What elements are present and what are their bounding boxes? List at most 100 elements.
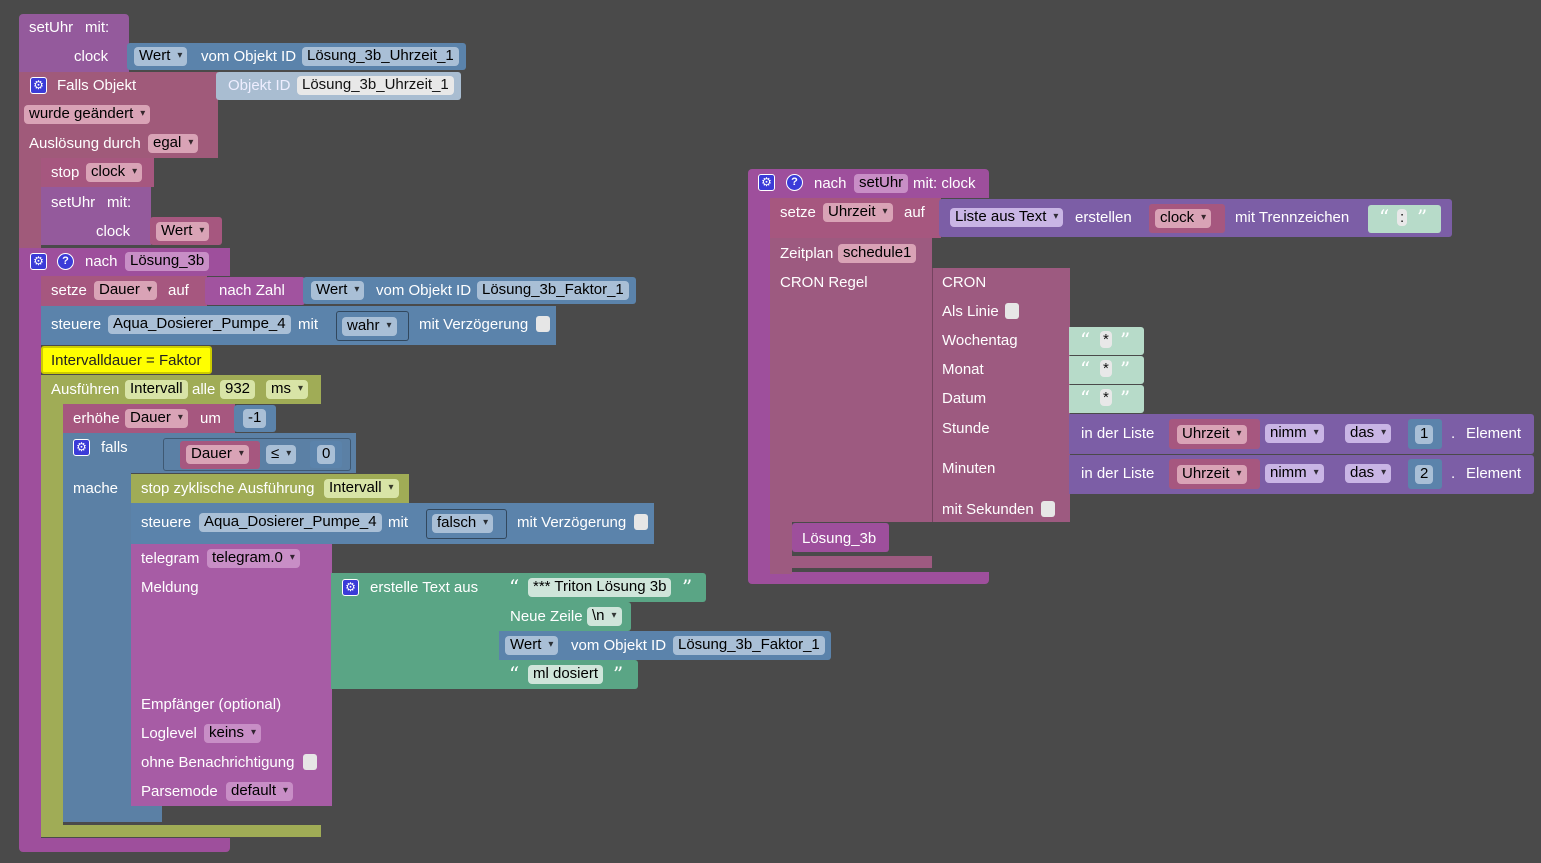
to-number-block[interactable] [205,277,305,305]
cron-block[interactable] [932,268,1070,522]
newline-dropdown[interactable]: \n [587,607,622,626]
the-dropdown[interactable]: das [1345,424,1392,443]
date-label: Datum [942,390,987,407]
set-label: setze [51,282,87,299]
schedule-name-field[interactable]: schedule1 [838,244,917,263]
if-op-dropdown[interactable]: ≤ [266,445,297,464]
parsemode-label: Parsemode [141,783,218,800]
list-from-text-dropdown[interactable]: Liste aus Text [950,208,1064,227]
text1-field[interactable]: *** Triton Lösung 3b [528,578,672,597]
seconds-checkbox[interactable] [1041,501,1055,517]
ctrl2-delay-checkbox[interactable] [634,514,648,530]
factor-value-dropdown[interactable]: Wert [311,281,365,300]
inc-var-dropdown[interactable]: Dauer [125,409,188,428]
delay-label: mit Verzögerung [419,316,529,333]
exec-name-field[interactable]: Intervall [125,380,188,399]
proc-header-label: nach [85,253,118,270]
exec-every-label: alle [192,381,216,398]
procedure-loesung-foot [19,838,230,852]
gear-icon[interactable]: ⚙ [758,174,775,191]
exec-unit-dropdown[interactable]: ms [266,380,308,399]
element-label: Element [1466,465,1522,482]
trigger-object-id[interactable]: Lösung_3b_Uhrzeit_1 [297,76,454,95]
if-var-dropdown[interactable]: Dauer [186,445,249,464]
in-list-label: in der Liste [1081,425,1155,442]
set-var-dropdown[interactable]: Dauer [94,281,157,300]
stop-label: stop [51,164,80,181]
inc-by-label: um [200,410,221,427]
gear-icon[interactable]: ⚙ [30,77,47,94]
take-dropdown[interactable]: nimm [1265,464,1324,483]
parsemode-dropdown[interactable]: default [226,782,294,801]
text-object-id[interactable]: Lösung_3b_Faktor_1 [673,636,825,655]
nonotify-checkbox[interactable] [303,754,317,770]
exec-label: Ausführen [51,381,120,398]
the-dropdown[interactable]: das [1345,464,1392,483]
stop-timer-dropdown[interactable]: clock [86,163,143,182]
gear-icon[interactable]: ⚙ [30,253,47,270]
setuhr-call-name: setUhr [29,19,74,36]
create-text-label: erstelle Text aus [370,579,479,596]
gear-icon[interactable]: ⚙ [342,579,359,596]
help-icon[interactable]: ? [786,174,803,191]
gear-icon[interactable]: ⚙ [73,439,90,456]
proc-name-field[interactable]: Lösung_3b [125,252,210,271]
receiver-label: Empfänger (optional) [141,696,282,713]
if-label: falls [101,439,128,456]
stop-interval-label: stop zyklische Ausführung [141,480,315,497]
telegram-block[interactable] [131,544,332,806]
inner-call-value-dropdown[interactable]: Wert [156,222,210,241]
take-dropdown[interactable]: nimm [1265,424,1324,443]
seconds-label: mit Sekunden [942,501,1034,518]
factor-object-id[interactable]: Lösung_3b_Faktor_1 [477,281,629,300]
create-text-block[interactable] [331,573,499,689]
setuhr-header-label: nach [814,175,847,192]
index1-field[interactable]: 1 [1415,425,1434,444]
close-quote-icon: ” [1417,205,1428,229]
control-value-dropdown[interactable]: wahr [342,317,397,336]
exec-amount-field[interactable]: 932 [220,380,256,399]
open-quote-icon: “ [1080,328,1091,352]
ctrl2-target-field[interactable]: Aqua_Dosierer_Pumpe_4 [199,513,382,532]
procedure-setuhr-foot [748,572,989,584]
setuhr-inner-call[interactable] [41,187,151,245]
setuhr-call-block-ext [19,42,127,72]
object-id-field[interactable]: Lösung_3b_Uhrzeit_1 [302,47,459,66]
setuhr-name-field[interactable]: setUhr [854,174,909,193]
inc-value-field[interactable]: -1 [243,409,267,428]
text2-field[interactable]: ml dosiert [528,665,604,684]
month-field[interactable]: * [1100,360,1112,377]
loglevel-dropdown[interactable]: keins [204,724,262,743]
if-rail [63,473,131,808]
uhr-set-var-dropdown[interactable]: Uhrzeit [823,203,893,222]
schedule-block[interactable] [770,238,932,522]
stop-interval-dropdown[interactable]: Intervall [324,479,399,498]
telegram-instance-dropdown[interactable]: telegram.0 [207,549,300,568]
list-var-dropdown[interactable]: Uhrzeit [1177,425,1247,444]
comment-block[interactable] [41,346,212,374]
control-target-field[interactable]: Aqua_Dosierer_Pumpe_4 [108,315,291,334]
value-field-dropdown[interactable]: Wert [134,47,188,66]
list-var-dropdown[interactable]: Uhrzeit [1177,465,1247,484]
help-icon[interactable]: ? [57,253,74,270]
clock-var-dropdown[interactable]: clock [1155,209,1212,228]
trigger-condition-dropdown[interactable]: wurde geändert [24,105,151,124]
ctrl2-delay-label: mit Verzögerung [517,514,627,531]
index2-field[interactable]: 2 [1415,465,1434,484]
as-line-checkbox[interactable] [1005,303,1019,319]
if-value-field[interactable]: 0 [317,445,336,464]
cron-rule-label: CRON Regel [780,274,868,291]
open-quote-icon: “ [1080,357,1091,381]
loglevel-label: Loglevel [141,725,197,742]
as-line-label: Als Linie [942,303,999,320]
date-field[interactable]: * [1100,389,1112,406]
setuhr-with-label: mit: clock [913,175,976,192]
weekday-field[interactable]: * [1100,331,1112,348]
ctrl2-value-dropdown[interactable]: falsch [432,514,494,533]
delay-checkbox[interactable] [536,316,550,332]
trigger-source-dropdown[interactable]: egal [148,134,199,153]
call-loesung-block[interactable] [792,523,889,552]
control-with-label: mit [298,316,318,333]
separator-field[interactable]: : [1397,209,1408,226]
text-value-dropdown[interactable]: Wert [505,636,559,655]
